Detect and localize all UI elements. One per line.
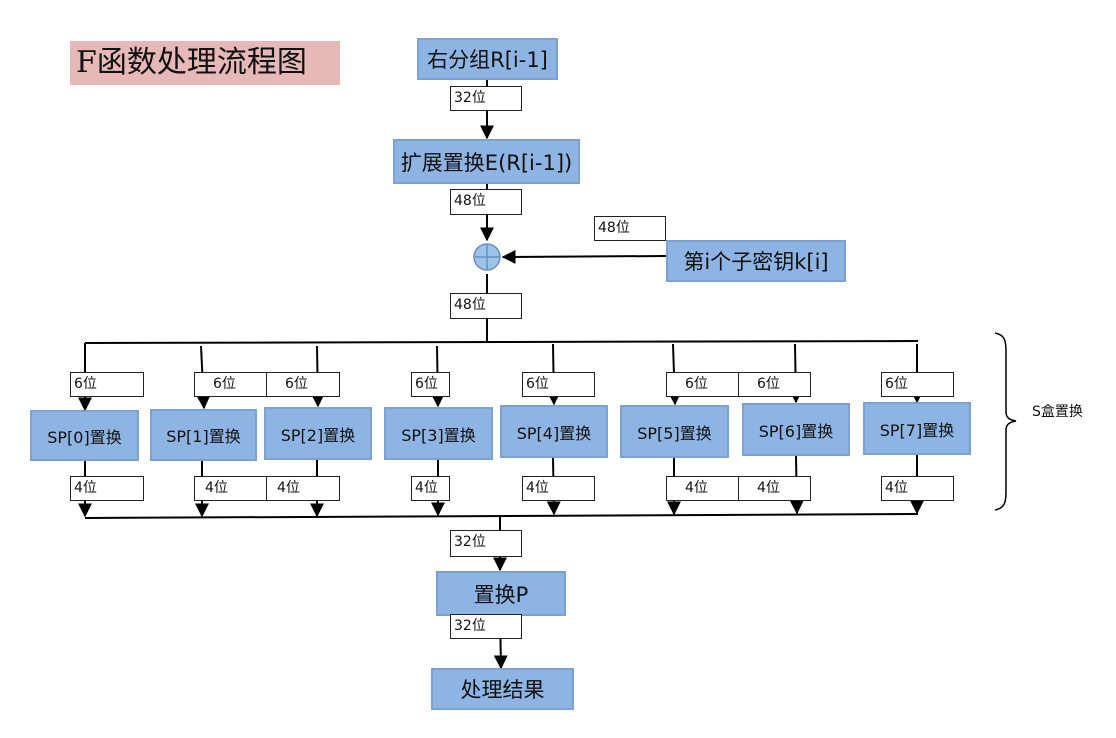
- sbox-1: SP[1]置换: [150, 409, 257, 461]
- label-6bit-0: 6位: [70, 372, 144, 397]
- split-bus: [84, 340, 919, 344]
- label-6bit-5: 6位: [666, 372, 739, 397]
- result-box: 处理结果: [431, 668, 574, 710]
- label-4bit-2: 4位: [266, 476, 340, 501]
- expansion-box: 扩展置换E(R[i-1]): [393, 139, 580, 184]
- sbox-5: SP[5]置换: [620, 405, 729, 458]
- label-4bit-1: 4位: [194, 476, 267, 501]
- p-permutation-box: 置换P: [436, 571, 566, 616]
- sbox-0: SP[0]置换: [30, 410, 139, 461]
- merge-bus: [84, 513, 919, 519]
- sbox-3: SP[3]置换: [384, 407, 493, 460]
- label-6bit-7: 6位: [881, 372, 954, 397]
- subkey-box: 第i个子密钥k[i]: [666, 240, 846, 282]
- label-6bit-6: 6位: [738, 372, 811, 397]
- label-32bit-top: 32位: [450, 86, 522, 111]
- label-6bit-1: 6位: [194, 372, 267, 397]
- sbox-4: SP[4]置换: [500, 405, 608, 458]
- arrow-key-to-xor: [501, 249, 667, 264]
- sbox-brace: [994, 332, 1017, 511]
- label-6bit-3: 6位: [411, 372, 450, 397]
- diagram-title: F函数处理流程图: [70, 41, 340, 85]
- sbox-7: SP[7]置换: [863, 402, 971, 455]
- label-4bit-5: 4位: [666, 476, 739, 501]
- label-32bit-merge: 32位: [450, 530, 522, 557]
- xor-icon: [473, 243, 501, 271]
- label-48bit-after-xor: 48位: [450, 293, 522, 319]
- label-4bit-3: 4位: [411, 476, 450, 501]
- label-48bit-after-expansion: 48位: [450, 189, 522, 215]
- sbox-2: SP[2]置换: [264, 407, 372, 460]
- label-4bit-0: 4位: [70, 476, 144, 501]
- sbox-6: SP[6]置换: [742, 403, 850, 456]
- label-6bit-2: 6位: [266, 372, 340, 397]
- sbox-group-label: S盒置换: [1032, 404, 1083, 420]
- label-4bit-6: 4位: [738, 476, 811, 501]
- label-4bit-4: 4位: [522, 476, 595, 501]
- label-48bit-key: 48位: [594, 216, 666, 241]
- label-6bit-4: 6位: [522, 372, 595, 397]
- label-4bit-7: 4位: [881, 476, 954, 501]
- right-block-box: 右分组R[i-1]: [417, 38, 558, 80]
- label-32bit-after-p: 32位: [450, 614, 522, 639]
